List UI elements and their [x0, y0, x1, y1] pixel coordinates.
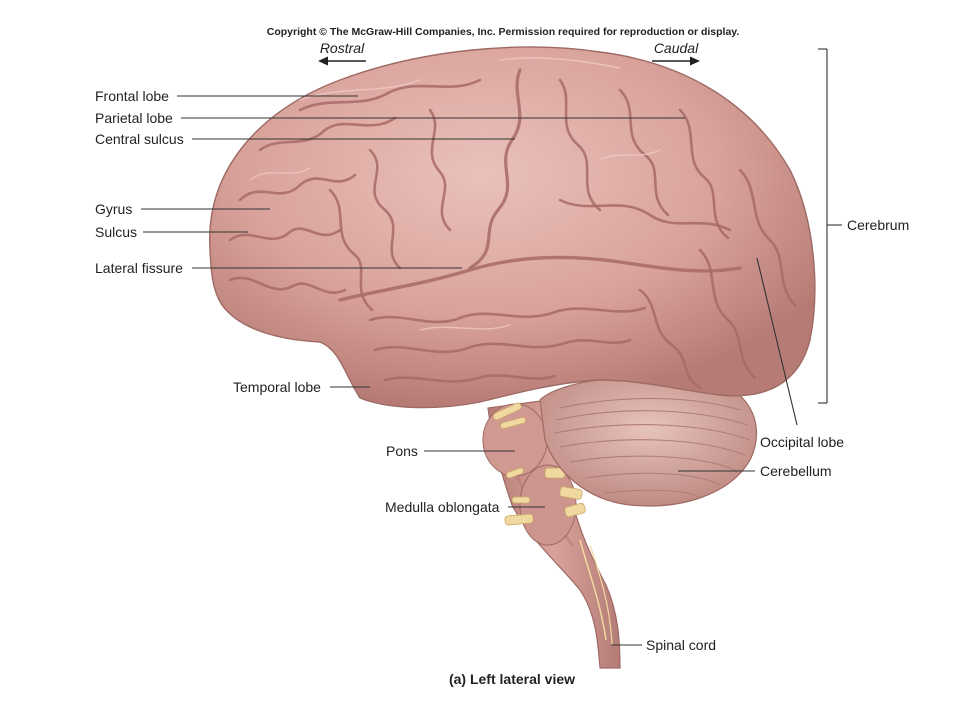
- label-cerebrum: Cerebrum: [847, 217, 909, 233]
- label-pons: Pons: [386, 443, 418, 459]
- cerebellum-shape: [539, 375, 758, 507]
- caudal-arrow-icon: [652, 56, 700, 66]
- label-central-sulcus: Central sulcus: [95, 131, 184, 147]
- label-sulcus: Sulcus: [95, 224, 137, 240]
- figure-caption: (a) Left lateral view: [449, 671, 575, 687]
- rostral-arrow-icon: [318, 56, 366, 66]
- rostral-label: Rostral: [320, 40, 365, 56]
- copyright-notice: Copyright © The McGraw-Hill Companies, I…: [267, 26, 740, 38]
- label-cerebellum: Cerebellum: [760, 463, 832, 479]
- cranial-nerves: [492, 402, 613, 646]
- leader-lines: [141, 95, 842, 646]
- caudal-label: Caudal: [654, 40, 699, 56]
- label-temporal-lobe: Temporal lobe: [233, 379, 321, 395]
- label-gyrus: Gyrus: [95, 201, 132, 217]
- label-parietal-lobe: Parietal lobe: [95, 110, 173, 126]
- cerebrum-bracket: [818, 48, 828, 404]
- cerebrum-shape: [209, 46, 816, 409]
- label-medulla-oblongata: Medulla oblongata: [385, 499, 500, 515]
- label-frontal-lobe: Frontal lobe: [95, 88, 169, 104]
- pons-shape: [482, 403, 548, 477]
- label-spinal-cord: Spinal cord: [646, 637, 716, 653]
- label-occipital-lobe: Occipital lobe: [760, 434, 844, 450]
- label-lateral-fissure: Lateral fissure: [95, 260, 183, 276]
